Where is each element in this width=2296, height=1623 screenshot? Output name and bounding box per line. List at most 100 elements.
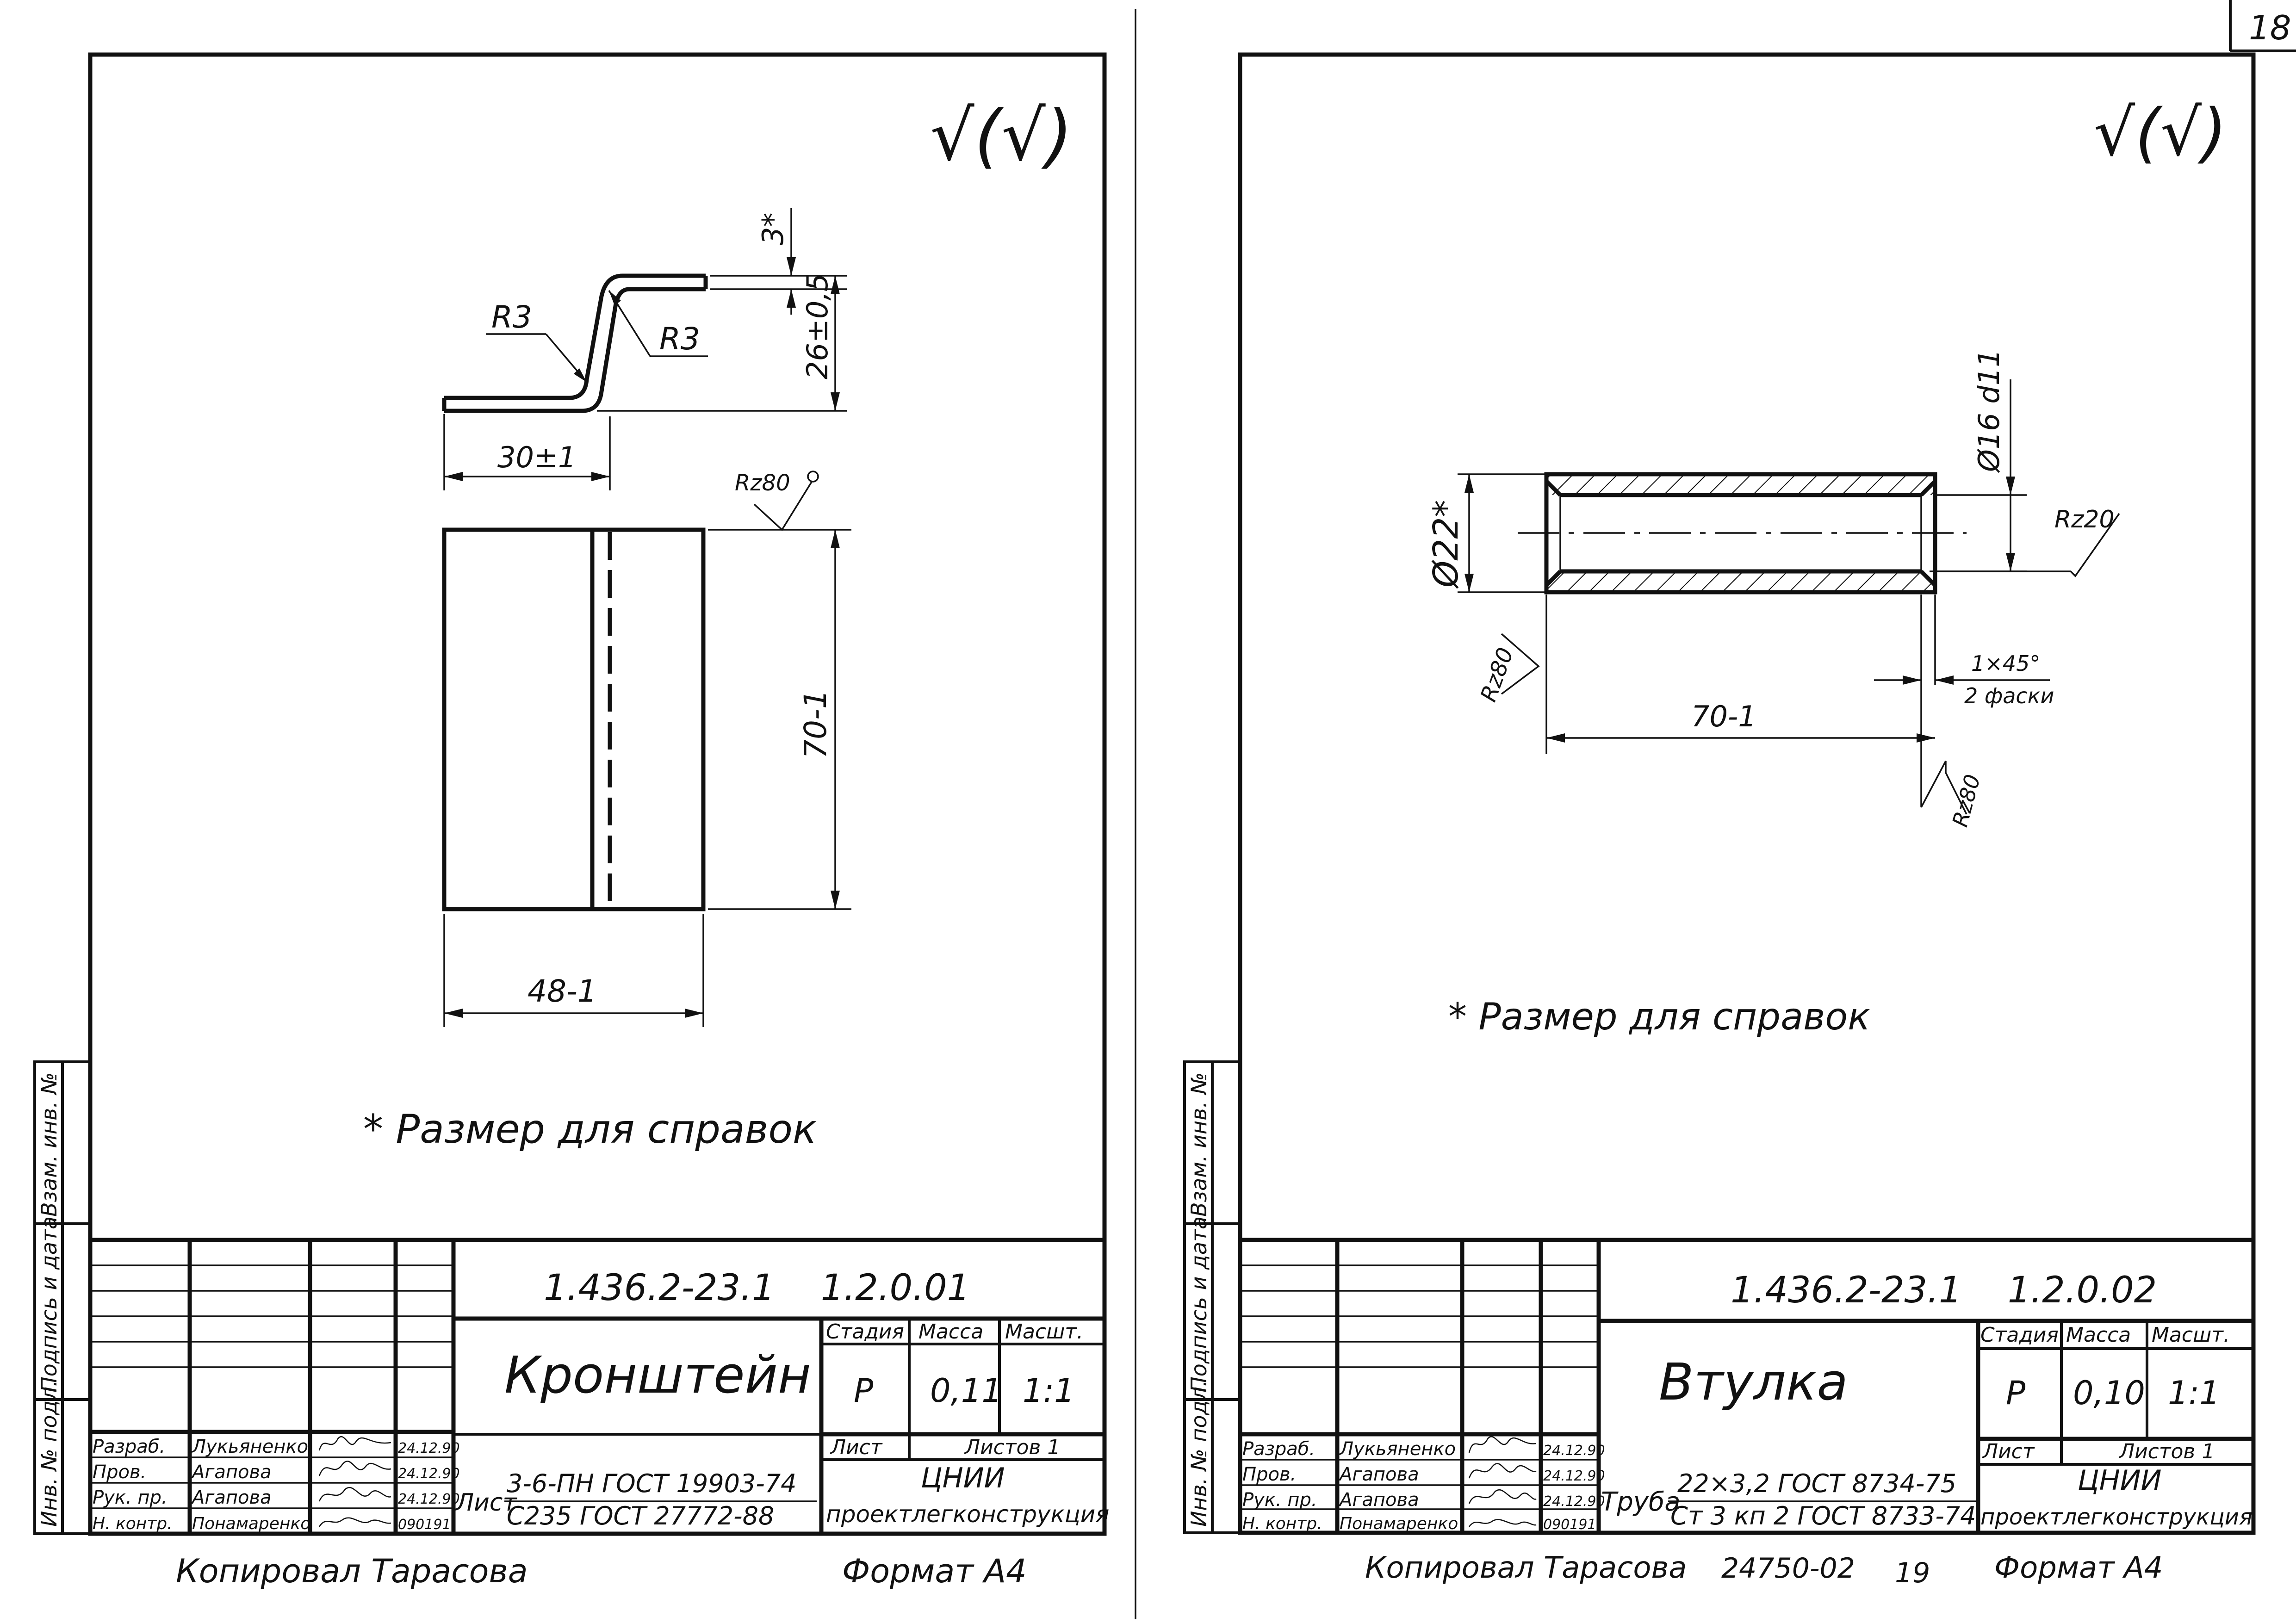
right-sheets-count: Листов 1 — [2118, 1440, 2215, 1463]
right-footer-code: 24750-02 — [1721, 1552, 1855, 1585]
left-radius-leaders: R3 R3 — [486, 290, 708, 383]
right-roughness-end: Rz80 — [1920, 761, 1985, 830]
page-number-box: 18 — [2229, 0, 2296, 52]
left-reference-note: * Размер для справок — [363, 1106, 817, 1152]
right-title-block: 1.436.2-23.1 1.2.0.02 Втулка Стадия Масс… — [1240, 1238, 2253, 1533]
right-reference-note: * Размер для справок — [1448, 995, 1870, 1038]
right-chamfer-dimension: 1×45° 2 фаски — [1874, 651, 2054, 708]
right-outer-diameter-dimension: Ø22* — [1426, 473, 1545, 593]
left-offset-label: 3* — [756, 213, 790, 245]
right-side-strip: Инв. № подл. Подпись и дата Взам. инв. № — [1183, 1060, 1241, 1534]
right-name-0: Лукьяненко — [1339, 1438, 1456, 1460]
left-height-label: 26±0,5 — [800, 273, 834, 379]
left-sheet-label: Лист — [830, 1436, 883, 1459]
left-title-block: 1.436.2-23.1 1.2.0.01 Кронштейн Стадия М… — [90, 1238, 1109, 1534]
right-organization-2: проектлегконструкция — [1980, 1504, 2253, 1530]
left-height-dimension: 3* 26±0,5 — [597, 208, 847, 412]
right-rz80-face-label: Rz80 — [1476, 644, 1519, 706]
left-r3-inner-label: R3 — [659, 321, 700, 357]
right-footer-page: 19 — [1895, 1557, 1930, 1589]
right-side-label-inv: Инв. № подл. — [1186, 1380, 1211, 1527]
left-roughness-mark: √(√) — [930, 96, 1073, 176]
left-flange-label: 30±1 — [497, 440, 576, 474]
right-stage-label: Стадия — [1980, 1323, 2059, 1347]
left-stage-label: Стадия — [826, 1320, 904, 1344]
left-date-0: 24.12.90 — [398, 1440, 460, 1456]
left-side-strip: Инв. № подл. Подпись и дата Взам. инв. № — [33, 1060, 92, 1535]
right-roughness-inner: Rz20 — [1930, 506, 2120, 577]
right-name-1: Агапова — [1338, 1464, 1419, 1485]
left-name-3: Понамаренко — [192, 1514, 310, 1533]
right-material-line2: Ст 3 кп 2 ГОСТ 8733-74 — [1670, 1501, 1976, 1530]
right-mass-value: 0,10 — [2073, 1374, 2145, 1412]
left-role-1: Пров. — [93, 1462, 146, 1483]
left-scale-value: 1:1 — [1023, 1372, 1075, 1410]
left-footer-format: Формат А4 — [842, 1552, 1027, 1590]
right-organization-1: ЦНИИ — [2078, 1464, 2161, 1497]
right-side-label-replace: Взам. инв. № — [1186, 1072, 1211, 1217]
right-side-label-sign: Подпись и дата — [1186, 1216, 1211, 1393]
left-designation: 1.436.2-23.1 1.2.0.01 — [544, 1267, 970, 1309]
left-part-name: Кронштейн — [504, 1345, 811, 1405]
right-length-label: 70-1 — [1691, 700, 1756, 733]
right-rz80-end-label: Rz80 — [1947, 772, 1985, 830]
left-length-label: 70-1 — [798, 689, 833, 759]
right-chamfer-label-1: 1×45° — [1971, 651, 2040, 676]
right-inner-diameter-dimension: Ø16 d11 — [1936, 349, 2027, 572]
right-role-0: Разраб. — [1242, 1438, 1315, 1460]
left-bracket-profile — [442, 273, 708, 413]
right-length-dimension: 70-1 — [1545, 595, 1936, 807]
right-sheet-label: Лист — [1982, 1440, 2035, 1463]
right-date-3: 090191 — [1543, 1517, 1596, 1533]
page-number: 18 — [2249, 8, 2291, 47]
left-name-1: Агапова — [191, 1462, 272, 1483]
left-mass-value: 0,11 — [930, 1372, 1002, 1410]
left-length-dimension: 70-1 — [708, 529, 851, 910]
right-material-prefix: Труба — [1601, 1487, 1681, 1517]
right-material-line1: 22×3,2 ГОСТ 8734-75 — [1677, 1469, 1956, 1498]
left-width-dimension: 48-1 — [443, 914, 704, 1027]
right-mass-label: Масса — [2066, 1323, 2131, 1347]
left-signatures — [318, 1436, 391, 1527]
right-name-3: Понамаренко — [1340, 1514, 1458, 1533]
left-date-1: 24.12.90 — [398, 1466, 460, 1482]
right-outer-diameter-label: Ø22* — [1426, 500, 1466, 589]
left-role-2: Рук. пр. — [93, 1487, 168, 1508]
right-role-2: Рук. пр. — [1242, 1489, 1317, 1511]
left-side-label-replace: Взам. инв. № — [37, 1072, 62, 1217]
left-role-3: Н. контр. — [93, 1514, 173, 1533]
right-sheet-frame — [1238, 52, 2256, 1535]
left-sheet: Инв. № подл. Подпись и дата Взам. инв. №… — [33, 52, 1109, 1590]
left-sheets-count: Листов 1 — [964, 1436, 1060, 1459]
left-name-0: Лукьяненко — [191, 1436, 308, 1457]
right-role-1: Пров. — [1242, 1464, 1296, 1485]
left-material-line1: 3-6-ПН ГОСТ 19903-74 — [507, 1469, 796, 1498]
left-sheet-frame — [88, 52, 1107, 1536]
left-material-prefix: Лист — [455, 1489, 517, 1517]
left-flange-dimension: 30±1 — [443, 414, 611, 490]
right-scale-label: Масшт. — [2152, 1323, 2230, 1347]
right-date-1: 24.12.90 — [1543, 1468, 1605, 1484]
left-rz80-label: Rz80 — [735, 470, 790, 496]
left-side-label-sign: Подпись и дата — [37, 1216, 62, 1393]
right-roughness-face: Rz80 — [1476, 633, 1540, 706]
left-scale-label: Масшт. — [1005, 1320, 1083, 1344]
right-stage-value: Р — [2006, 1374, 2026, 1412]
left-role-0: Разраб. — [93, 1436, 165, 1457]
right-designation: 1.436.2-23.1 1.2.0.02 — [1731, 1270, 2157, 1311]
right-signatures — [1468, 1436, 1537, 1527]
right-part-name: Втулка — [1659, 1352, 1848, 1412]
right-roughness-mark: √(√) — [2094, 95, 2227, 171]
right-name-2: Агапова — [1338, 1489, 1419, 1511]
right-bushing-section — [1518, 472, 1967, 595]
right-date-2: 24.12.90 — [1543, 1493, 1605, 1510]
left-roughness-symbol: Rz80 — [735, 470, 819, 531]
right-role-3: Н. контр. — [1242, 1514, 1322, 1533]
right-footer-copied: Копировал Тарасова — [1365, 1551, 1687, 1585]
right-scale-value: 1:1 — [2168, 1374, 2220, 1412]
left-bracket-front-view — [442, 527, 706, 911]
right-footer-format: Формат А4 — [1994, 1551, 2163, 1585]
left-date-2: 24.12.90 — [398, 1491, 460, 1507]
right-chamfer-label-2: 2 фаски — [1964, 683, 2054, 708]
